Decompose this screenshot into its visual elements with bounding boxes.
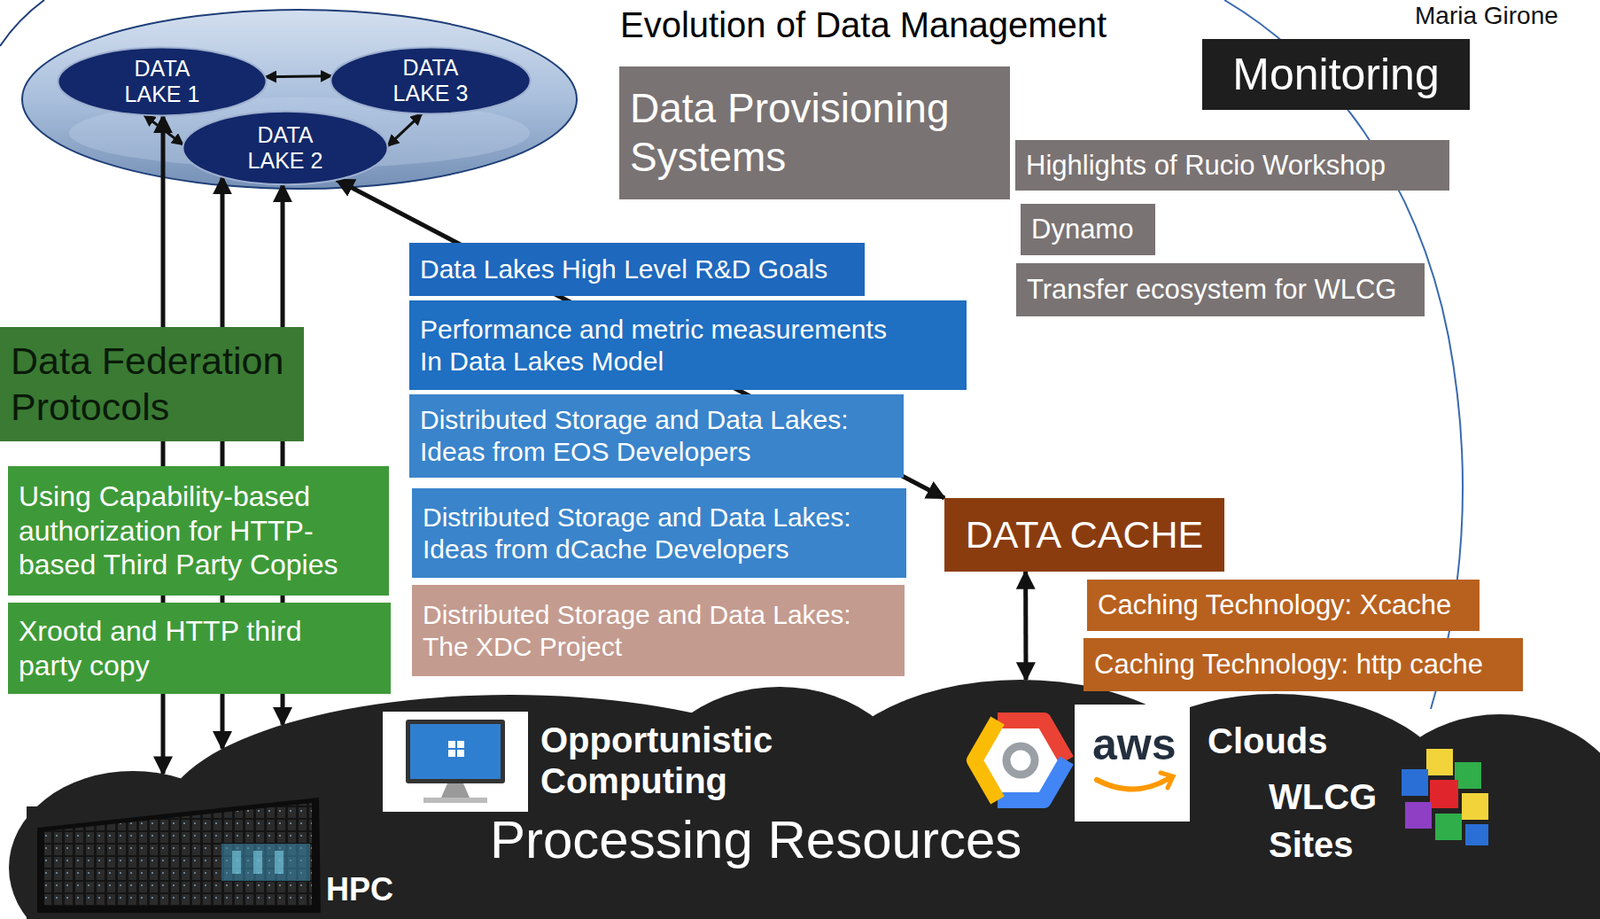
box-label: Monitoring [1232, 47, 1439, 101]
box-label: Transfer ecosystem for WLCG [1026, 272, 1397, 306]
topic-box: Dynamo [1020, 203, 1156, 256]
topic-box: Xrootd and HTTP third party copy [7, 602, 391, 694]
box-label: Highlights of Rucio Workshop [1025, 148, 1386, 182]
lake-ellipse-shape [330, 47, 530, 115]
topic-box: Highlights of Rucio Workshop [1015, 139, 1450, 191]
data-lake: DATA LAKE 3 [328, 46, 533, 116]
box-label: Caching Technology: http cache [1094, 647, 1484, 681]
connector-arrow [264, 74, 332, 78]
lake-label: DATA LAKE 1 [113, 55, 211, 108]
box-label: Data Lakes High Level R&D Goals [419, 253, 828, 286]
cloud-base [26, 806, 1600, 919]
topic-box: Distributed Storage and Data Lakes: The … [411, 584, 905, 676]
box-label: Data Federation Protocols [10, 338, 294, 430]
decor-arc [0, 0, 45, 47]
section-box: Data Federation Protocols [0, 326, 304, 442]
box-label: Caching Technology: Xcache [1097, 588, 1452, 622]
cloud-title: Processing Resources [489, 807, 1022, 872]
lake-label: DATA LAKE 3 [381, 54, 480, 107]
box-label: Distributed Storage and Data Lakes: The … [422, 598, 879, 663]
section-box: Monitoring [1202, 38, 1470, 110]
data-lake: DATA LAKE 1 [55, 46, 269, 117]
processing-cloud: Opportunistic Computing CloudsWLCG Sites P… [0, 673, 1600, 919]
box-label: Dynamo [1031, 212, 1134, 246]
diagram-title: Evolution of Data Management [620, 3, 1107, 47]
topic-box: Transfer ecosystem for WLCG [1016, 263, 1425, 317]
lake-label: DATA LAKE 2 [236, 122, 334, 174]
lake-basin [22, 9, 577, 189]
section-box: Data Provisioning Systems [619, 66, 1010, 200]
box-label: DATA CACHE [965, 512, 1204, 559]
box-label: Distributed Storage and Data Lakes: Idea… [422, 501, 879, 566]
topic-box: Using Capability-based authorization for… [7, 466, 389, 596]
box-label: Xrootd and HTTP third party copy [18, 613, 356, 683]
logo-text: aws [1092, 719, 1177, 771]
resource-label: HPC [326, 869, 394, 909]
data-lake: DATA LAKE 2 [180, 109, 390, 187]
topic-box: Data Lakes High Level R&D Goals [409, 242, 865, 296]
topic-box: Performance and metric measurements In D… [409, 300, 967, 390]
box-label: Distributed Storage and Data Lakes: Idea… [419, 403, 877, 468]
lake-ellipse-shape [182, 111, 388, 186]
topic-box: Caching Technology: Xcache [1087, 579, 1480, 631]
section-box: DATA CACHE [944, 497, 1225, 572]
topic-box: Distributed Storage and Data Lakes: Idea… [409, 394, 904, 478]
connector-arrow [1023, 571, 1028, 680]
connector-arrow [387, 113, 422, 147]
author-label: Maria Girone [1414, 1, 1559, 31]
box-label: Data Provisioning Systems [629, 84, 1000, 182]
resource-label: Clouds [1207, 719, 1329, 762]
resource-label: Opportunistic Computing [540, 719, 807, 801]
connector-arrow [144, 115, 184, 146]
box-label: Performance and metric measurements In D… [419, 313, 903, 378]
lake-ellipse-shape [57, 47, 266, 117]
connector-arrow [336, 179, 945, 498]
box-label: Using Capability-based authorization for… [18, 479, 356, 582]
resource-label: WLCG Sites [1268, 772, 1389, 869]
topic-box: Distributed Storage and Data Lakes: Idea… [411, 488, 907, 578]
topic-box: Caching Technology: http cache [1083, 637, 1523, 692]
